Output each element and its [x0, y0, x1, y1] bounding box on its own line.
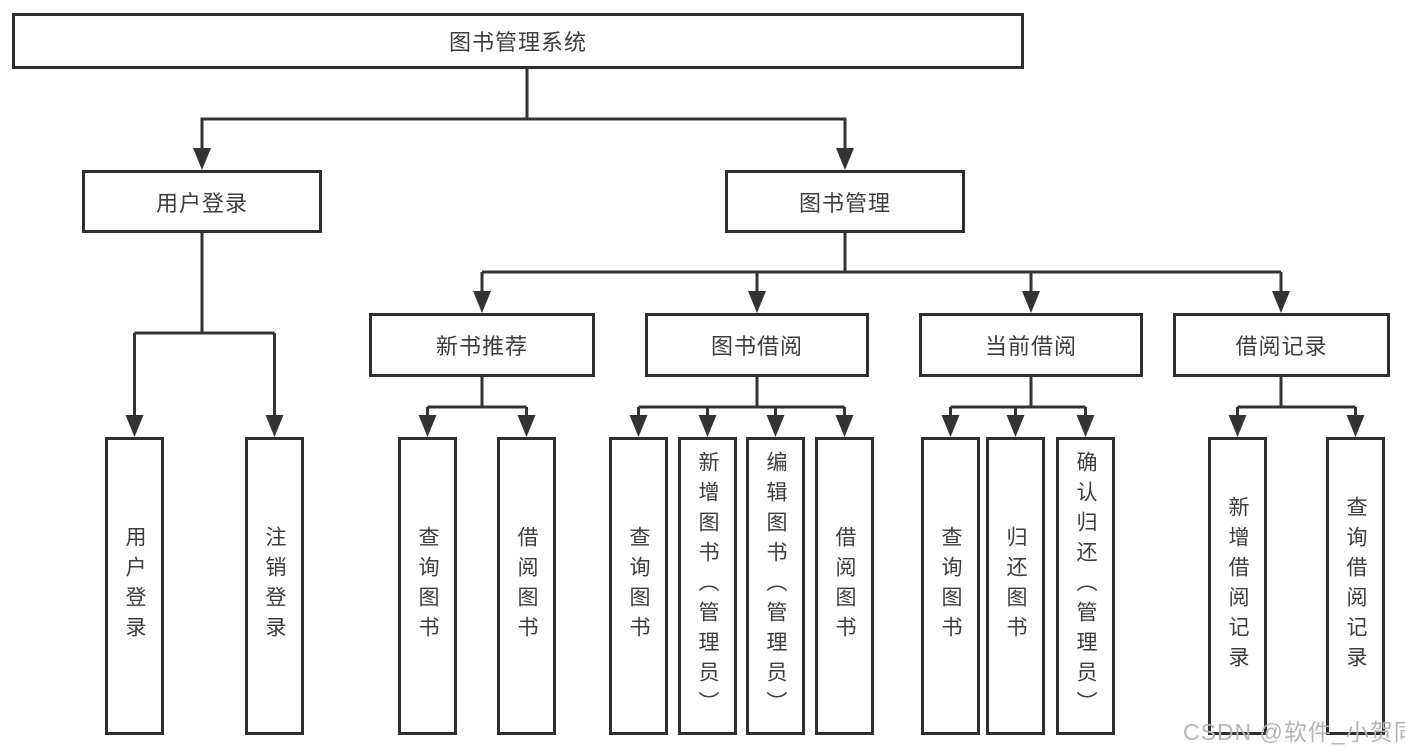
- node-label: 用户登录: [123, 526, 146, 646]
- arrowheads: [125, 148, 1365, 437]
- arrow-down-icon: [766, 415, 785, 437]
- node-user-login: 用户登录: [82, 170, 322, 233]
- arrow-down-icon: [265, 415, 284, 437]
- arrow-down-icon: [193, 148, 211, 170]
- connector-root-to-level2: [200, 69, 847, 152]
- leaf-query-books-recommend: 查询图书: [398, 437, 457, 735]
- arrow-down-icon: [1006, 415, 1025, 437]
- leaf-logout-login: 注销登录: [245, 437, 304, 735]
- node-label: 图书管理: [798, 190, 891, 216]
- arrow-down-icon: [1346, 415, 1365, 437]
- node-root-system: 图书管理系统: [12, 13, 1024, 69]
- leaf-borrow-books-borrowing: 借阅图书: [815, 437, 874, 735]
- node-label: 查询图书: [416, 526, 439, 646]
- leaf-add-borrow-record: 新增借阅记录: [1208, 437, 1267, 735]
- arrow-down-icon: [1022, 291, 1040, 313]
- leaf-return-books: 归还图书: [986, 437, 1045, 735]
- arrow-down-icon: [698, 415, 717, 437]
- node-label: 借阅图书: [515, 526, 538, 646]
- arrow-down-icon: [125, 415, 144, 437]
- arrow-down-icon: [1228, 415, 1247, 437]
- arrow-down-icon: [1076, 415, 1095, 437]
- leaf-borrow-books-recommend: 借阅图书: [497, 437, 556, 735]
- node-label: 查询图书: [627, 526, 650, 646]
- arrow-down-icon: [517, 415, 536, 437]
- arrow-down-icon: [473, 291, 491, 313]
- node-label: 新增图书（管理员）: [696, 451, 719, 721]
- node-borrowing-records: 借阅记录: [1173, 313, 1390, 377]
- arrow-down-icon: [836, 148, 854, 170]
- node-label: 注销登录: [263, 526, 286, 646]
- arrow-down-icon: [418, 415, 437, 437]
- node-current-borrowing: 当前借阅: [919, 313, 1143, 377]
- arrow-down-icon: [835, 415, 854, 437]
- arrow-down-icon: [941, 415, 960, 437]
- leaf-user-login: 用户登录: [105, 437, 164, 735]
- node-book-borrowing: 图书借阅: [645, 313, 869, 377]
- node-label: 新书推荐: [435, 334, 528, 359]
- node-label: 查询图书: [939, 526, 962, 646]
- node-label: 当前借阅: [984, 334, 1077, 359]
- node-label: 借阅记录: [1235, 334, 1328, 359]
- arrow-down-icon: [1272, 291, 1290, 313]
- connector-book-management-to-level3: [480, 233, 1283, 295]
- leaf-query-books-current: 查询图书: [921, 437, 980, 735]
- node-book-management: 图书管理: [725, 170, 965, 233]
- node-label: 归还图书: [1004, 526, 1027, 646]
- node-label: 查询借阅记录: [1344, 496, 1367, 676]
- node-label: 图书管理系统: [448, 30, 587, 55]
- node-label: 用户登录: [155, 190, 248, 216]
- connector-current-borrowing-to-leaves: [949, 377, 1087, 419]
- node-label: 确认归还（管理员）: [1074, 451, 1097, 721]
- node-new-book-recommend: 新书推荐: [369, 313, 595, 377]
- connector-user-login-to-leaves: [133, 233, 276, 419]
- leaf-query-borrow-record: 查询借阅记录: [1326, 437, 1385, 735]
- leaf-edit-books-admin: 编辑图书（管理员）: [746, 437, 805, 735]
- connector-borrowing-records-to-leaves: [1236, 377, 1357, 419]
- node-label: 编辑图书（管理员）: [764, 451, 787, 721]
- leaf-query-books-borrowing: 查询图书: [609, 437, 668, 735]
- leaf-add-books-admin: 新增图书（管理员）: [678, 437, 737, 735]
- node-label: 借阅图书: [833, 526, 856, 646]
- node-label: 图书借阅: [710, 334, 803, 359]
- csdn-watermark: CSDN @软件_小贺同学: [1183, 719, 1405, 745]
- leaf-confirm-return-admin: 确认归还（管理员）: [1056, 437, 1115, 735]
- connector-book-borrowing-to-leaves: [637, 377, 846, 419]
- arrow-down-icon: [629, 415, 648, 437]
- arrow-down-icon: [748, 291, 766, 313]
- connector-new-book-recommend-to-leaves: [426, 377, 528, 419]
- node-label: 新增借阅记录: [1226, 496, 1249, 676]
